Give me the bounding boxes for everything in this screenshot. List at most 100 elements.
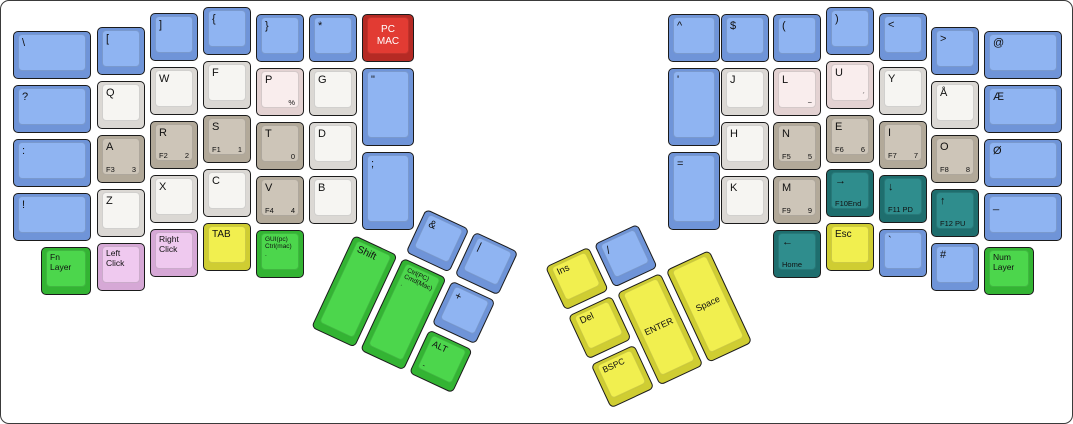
keycap-surface: H bbox=[726, 125, 764, 162]
key-page-up[interactable]: ↑F12 PU bbox=[931, 189, 979, 237]
key-gui-ctrl[interactable]: GUI(pc)Ctrl(mac). bbox=[256, 230, 304, 278]
key-j[interactable]: J bbox=[721, 68, 769, 116]
key-f[interactable]: F bbox=[203, 61, 251, 109]
key-sublabel-right: 9 bbox=[807, 205, 812, 215]
key-label: Ø bbox=[993, 145, 1002, 157]
keycap-surface: L~ bbox=[778, 71, 816, 108]
key-ae[interactable]: Æ bbox=[984, 85, 1062, 133]
key-z[interactable]: Z bbox=[97, 189, 145, 237]
key-label: ' bbox=[677, 74, 680, 86]
key-hash[interactable]: # bbox=[931, 243, 979, 291]
key-w[interactable]: W bbox=[150, 67, 198, 115]
key-d[interactable]: D bbox=[309, 122, 357, 170]
key-home[interactable]: ←Home bbox=[773, 230, 821, 278]
key-equals[interactable]: = bbox=[668, 152, 720, 230]
keycap-surface: # bbox=[936, 246, 974, 283]
key-apostrophe[interactable]: ' bbox=[668, 68, 720, 146]
key-sublabel-right: ~ bbox=[807, 97, 812, 107]
key-semicolon[interactable]: ; bbox=[362, 152, 414, 230]
key-page-down[interactable]: ↓F11 PD bbox=[879, 175, 927, 223]
key-question[interactable]: ? bbox=[13, 85, 91, 133]
key-h[interactable]: H bbox=[721, 122, 769, 170]
keycap-surface: ( bbox=[778, 17, 816, 54]
key-double-quote[interactable]: " bbox=[362, 68, 414, 146]
key-end[interactable]: →F10End bbox=[826, 169, 874, 217]
key-caret[interactable]: ^ bbox=[668, 14, 720, 62]
key-y[interactable]: Y bbox=[879, 67, 927, 115]
key-asterisk[interactable]: * bbox=[309, 14, 357, 62]
key-g[interactable]: G bbox=[309, 68, 357, 116]
key-right-brace[interactable]: } bbox=[256, 14, 304, 62]
key-b[interactable]: B bbox=[309, 176, 357, 224]
keycap-surface: < bbox=[884, 16, 922, 53]
keycap-surface: \ bbox=[18, 34, 86, 71]
key-label: ( bbox=[782, 20, 786, 32]
key-label-line: Click bbox=[159, 243, 178, 254]
key-backslash[interactable]: \ bbox=[13, 31, 91, 79]
key-right-paren[interactable]: ) bbox=[826, 7, 874, 55]
key-right-bracket[interactable]: ] bbox=[150, 13, 198, 61]
key-colon[interactable]: : bbox=[13, 139, 91, 187]
key-underscore[interactable]: _ bbox=[984, 193, 1062, 241]
keycap-surface: _ bbox=[989, 196, 1057, 233]
keycap-surface: Del bbox=[573, 300, 624, 351]
key-esc[interactable]: Esc bbox=[826, 223, 874, 271]
key-label: U bbox=[835, 67, 843, 79]
key-label: M bbox=[782, 182, 792, 194]
key-q[interactable]: Q bbox=[97, 81, 145, 129]
key-greater-than[interactable]: > bbox=[931, 27, 979, 75]
key-exclamation[interactable]: ! bbox=[13, 193, 91, 241]
key-label: W bbox=[159, 73, 170, 85]
key-backtick[interactable]: ` bbox=[879, 229, 927, 277]
key-left-bracket[interactable]: [ bbox=[97, 27, 145, 75]
keycap-surface: C bbox=[208, 172, 246, 209]
key-u[interactable]: U´ bbox=[826, 61, 874, 109]
keycap-surface: / bbox=[599, 228, 650, 279]
key-label: S bbox=[212, 121, 220, 133]
key-sublabel-left: F7 bbox=[888, 150, 897, 160]
key-label: ! bbox=[22, 199, 26, 211]
key-tab[interactable]: TAB bbox=[203, 223, 251, 271]
key-oslash[interactable]: Ø bbox=[984, 139, 1062, 187]
key-aring[interactable]: Å bbox=[931, 81, 979, 129]
key-k[interactable]: K bbox=[721, 176, 769, 224]
key-left-paren[interactable]: ( bbox=[773, 14, 821, 62]
key-label: | bbox=[475, 240, 484, 253]
key-left-brace[interactable]: { bbox=[203, 7, 251, 55]
keycap-surface: ↓F11 PD bbox=[884, 178, 922, 215]
key-at[interactable]: @ bbox=[984, 31, 1062, 79]
key-c[interactable]: C bbox=[203, 169, 251, 217]
key-x[interactable]: X bbox=[150, 175, 198, 223]
key-label: ← bbox=[782, 236, 793, 248]
key-l[interactable]: L~ bbox=[773, 68, 821, 116]
key-dollar[interactable]: $ bbox=[721, 14, 769, 62]
key-label: _ bbox=[993, 199, 1000, 211]
key-label: → bbox=[835, 175, 846, 187]
key-label: Y bbox=[888, 73, 896, 85]
keycap-surface: K bbox=[726, 179, 764, 216]
key-label: & bbox=[426, 218, 439, 233]
key-p[interactable]: P% bbox=[256, 68, 304, 116]
keycap-surface: Æ bbox=[989, 88, 1057, 125]
key-less-than[interactable]: < bbox=[879, 13, 927, 61]
